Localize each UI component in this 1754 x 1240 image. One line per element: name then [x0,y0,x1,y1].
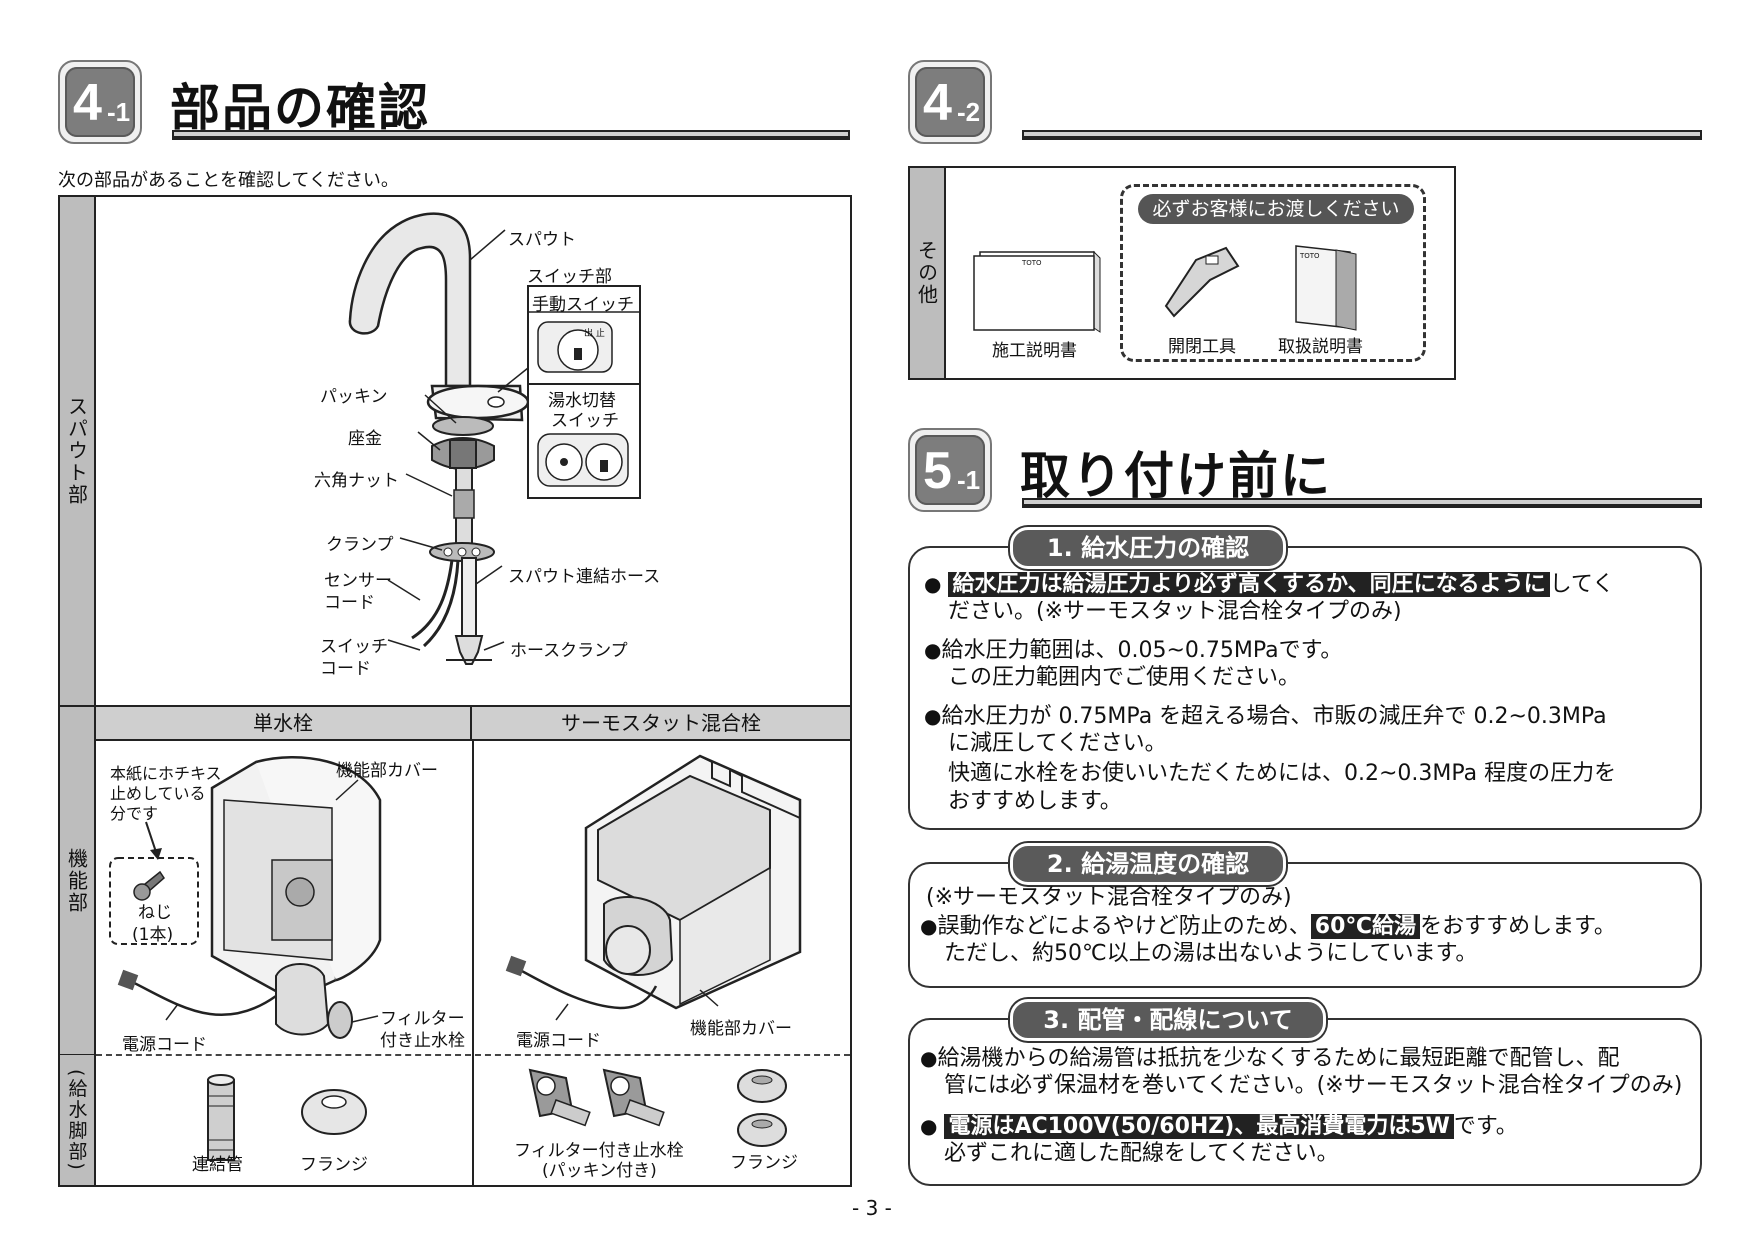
label-mix-switch-1: 湯水切替 [548,391,616,411]
col-header-single: 単水栓 [96,707,472,741]
row-label-spout: スパウト部 [60,197,96,705]
label-flange: フランジ [300,1155,368,1175]
label-screw: ねじ [138,903,172,923]
other-items-box [908,166,1456,380]
wiring-heading: 3. 配管・配線について [1010,999,1326,1041]
row-divider-small [60,1054,96,1055]
label-staple-note-3: 分です [110,804,159,823]
pressure-p3-line2: に減圧してください。 [948,731,1167,756]
pressure-p3-line3: 快適に水栓をお使いいただくためには、0.2~0.3MPa 程度の圧力を [948,761,1617,786]
label-spout-hose: スパウト連結ホース [508,567,661,587]
label-switch-mark: 出 止 [584,329,605,339]
row-divider [58,705,852,707]
label-connect-pipe: 連結管 [192,1155,243,1175]
label-user-manual: 取扱説明書 [1278,337,1363,357]
temperature-block [908,862,1702,988]
row-label-other: その他 [910,168,946,378]
parts-table [58,195,852,1187]
label-switch-part: スイッチ部 [527,267,612,287]
label-staple-note-1: 本紙にホチキス [110,764,222,783]
temperature-heading: 2. 給湯温度の確認 [1010,843,1286,885]
label-hose-clamp: ホースクランプ [510,641,628,661]
intro-text: 次の部品があることを確認してください。 [58,170,399,191]
label-packing: パッキン [320,387,388,407]
temperature-p1-line2: ただし、約50℃以上の湯は出ないようにしています。 [944,941,1478,966]
pressure-p3-line4: おすすめします。 [948,789,1122,814]
label-clamp: クランプ [326,535,394,555]
wiring-p2-line2: 必ずこれに適した配線をしてください。 [944,1141,1339,1166]
must-hand-label: 必ずお客様にお渡しください [1138,194,1414,224]
label-switch-cord-2: コード [320,659,371,679]
section-title-parts-check: 部品の確認 [170,79,430,137]
row-label-function: 機能部 [60,707,96,1054]
label-install-manual: 施工説明書 [992,341,1077,361]
pressure-p1-line2: ださい。(※サーモスタット混合栓タイプのみ) [948,599,1402,624]
label-sensor-cord-2: コード [324,593,375,613]
pressure-heading: 1. 給水圧力の確認 [1010,527,1286,569]
wiring-p1-line2: 管には必ず保温材を巻いてください。(※サーモスタット混合栓タイプのみ) [944,1073,1683,1098]
pressure-p2-line1: ●給水圧力範囲は、0.05~0.75MPaです。 [924,638,1343,663]
section-title-before-install: 取り付け前に [1020,447,1332,505]
label-screw-qty: (1本) [132,925,174,945]
col-header-thermo: サーモスタット混合栓 [472,707,850,741]
section-badge-4-1: 4 -1 [58,60,142,144]
must-hand-group [1120,184,1426,362]
label-mix-switch-2: スイッチ [551,411,619,431]
brand-mark-1: TOTO [1022,259,1042,267]
brand-mark-2: TOTO [1300,252,1320,260]
label-hex-nut: 六角ナット [314,471,399,491]
temperature-note: (※サーモスタット混合栓タイプのみ) [926,885,1292,910]
section-badge-5-1: 5 -1 [908,428,992,512]
label-staple-note-2: 止めしている [110,784,206,803]
title-rule-5-1 [1022,498,1702,508]
label-spout: スパウト [508,230,576,250]
label-feet-filter-valve-1: フィルター付き止水栓 [514,1141,684,1161]
label-filter-valve-2: 付き止水栓 [380,1031,465,1051]
dashed-divider [96,1054,850,1056]
label-function-cover-2: 機能部カバー [690,1019,792,1039]
page-number: - 3 - [852,1196,892,1220]
label-power-cord: 電源コード [122,1035,207,1055]
title-rule [172,130,850,140]
title-rule-4-2 [1022,130,1702,140]
label-function-cover: 機能部カバー [336,761,438,781]
label-filter-valve-1: フィルター [380,1009,465,1029]
temperature-p1-line1: ●誤動作などによるやけど防止のため、60℃給湯をおすすめします。 [920,914,1616,939]
wiring-p1-line1: ●給湯機からの給湯管は抵抗を少なくするために最短距離で配管し、配 [920,1046,1620,1071]
row-label-feet: (給水脚部) [60,1055,96,1185]
pressure-p2-line2: この圧力範囲内でご使用ください。 [948,665,1301,690]
pressure-p3-line1: ●給水圧力が 0.75MPa を超える場合、市販の減圧弁で 0.2~0.3MPa [924,704,1607,729]
label-tool: 開閉工具 [1168,337,1236,357]
label-flange-2: フランジ [730,1153,798,1173]
pressure-block [908,546,1702,830]
label-washer: 座金 [348,429,382,449]
pressure-p1-line1: ● 給水圧力は給湯圧力より必ず高くするか、同圧になるようにしてく [924,572,1615,597]
label-power-cord-2: 電源コード [516,1031,601,1051]
label-manual-switch: 手動スイッチ [532,295,634,315]
label-switch-cord-1: スイッチ [320,637,388,657]
section-badge-4-2: 4 -2 [908,60,992,144]
label-sensor-cord-1: センサー [324,571,392,591]
label-feet-filter-valve-2: (パッキン付き) [542,1161,657,1181]
col-divider [472,741,474,1185]
